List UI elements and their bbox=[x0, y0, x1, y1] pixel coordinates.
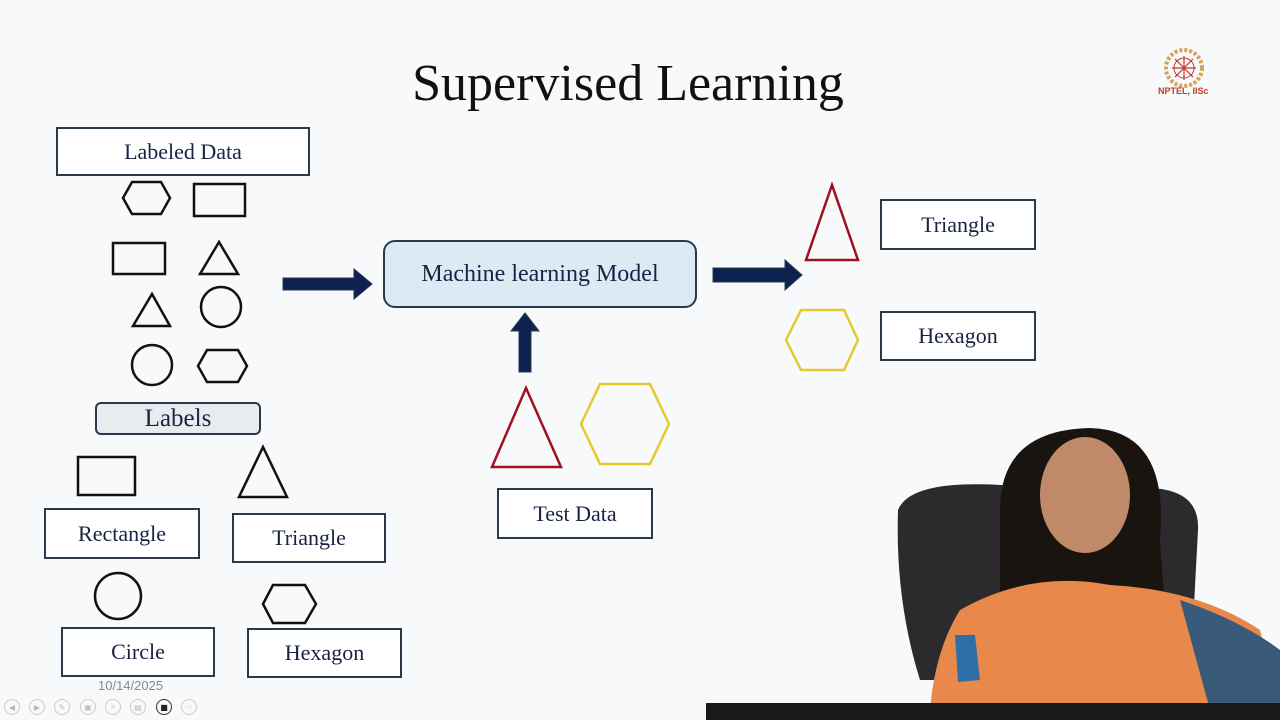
label-rectangle: Rectangle bbox=[44, 508, 200, 559]
labels-header-box: Labels bbox=[95, 402, 261, 435]
prediction-triangle: Triangle bbox=[880, 199, 1036, 250]
arrow-right-icon bbox=[282, 267, 373, 301]
labeled-data-shapes bbox=[76, 180, 318, 625]
logo-text: NPTEL, IISc bbox=[1158, 86, 1209, 96]
hexagon-icon bbox=[121, 180, 172, 216]
triangle-icon bbox=[130, 291, 173, 328]
triangle-icon bbox=[237, 444, 289, 499]
chevron-right-icon: ▶ bbox=[33, 702, 41, 712]
hexagon-icon bbox=[261, 583, 318, 625]
arrow-right-icon bbox=[712, 258, 803, 292]
presenter-video bbox=[897, 428, 1280, 710]
previous-slide-button[interactable]: ◀ bbox=[4, 699, 20, 715]
circle-icon bbox=[199, 285, 243, 329]
label-circle: Circle bbox=[61, 627, 215, 677]
arrow-up-icon bbox=[509, 312, 541, 373]
nptel-logo-icon bbox=[1164, 48, 1204, 88]
more-options-button[interactable]: ··· bbox=[181, 699, 197, 715]
label-triangle: Triangle bbox=[232, 513, 386, 563]
see-all-slides-button[interactable]: ▣ bbox=[80, 699, 96, 715]
slide-date: 10/14/2025 bbox=[98, 678, 164, 693]
hexagon-icon bbox=[196, 348, 249, 384]
rectangle-icon bbox=[111, 241, 167, 276]
subtitles-button[interactable]: ▤ bbox=[130, 699, 146, 715]
next-slide-button[interactable]: ▶ bbox=[29, 699, 45, 715]
ellipsis-icon: ··· bbox=[185, 702, 193, 712]
video-camera-icon: ■ bbox=[160, 702, 168, 712]
circle-icon bbox=[130, 343, 174, 387]
pen-tool-button[interactable]: ✎ bbox=[54, 699, 70, 715]
rectangle-icon bbox=[192, 182, 247, 218]
chevron-left-icon: ◀ bbox=[8, 702, 16, 712]
labeled-data-box: Labeled Data bbox=[56, 127, 310, 176]
slide-title: Supervised Learning bbox=[412, 55, 844, 112]
desk bbox=[706, 703, 1280, 720]
camera-button[interactable]: ■ bbox=[156, 699, 172, 715]
slides-icon: ▣ bbox=[84, 702, 92, 712]
triangle-icon bbox=[197, 239, 241, 276]
ml-model-box: Machine learning Model bbox=[383, 240, 697, 308]
hexagon-icon bbox=[579, 382, 671, 466]
pen-icon: ✎ bbox=[58, 702, 66, 712]
magnifier-icon: ⌕ bbox=[110, 702, 116, 711]
circle-icon bbox=[93, 571, 143, 621]
label-hexagon: Hexagon bbox=[247, 628, 402, 678]
triangle-icon bbox=[490, 384, 563, 469]
test-data-box: Test Data bbox=[497, 488, 653, 539]
rectangle-icon bbox=[76, 455, 137, 497]
zoom-button[interactable]: ⌕ bbox=[105, 699, 121, 715]
prediction-hexagon: Hexagon bbox=[880, 311, 1036, 361]
subtitles-icon: ▤ bbox=[134, 702, 142, 712]
hexagon-icon bbox=[784, 308, 860, 372]
triangle-icon bbox=[804, 181, 860, 262]
